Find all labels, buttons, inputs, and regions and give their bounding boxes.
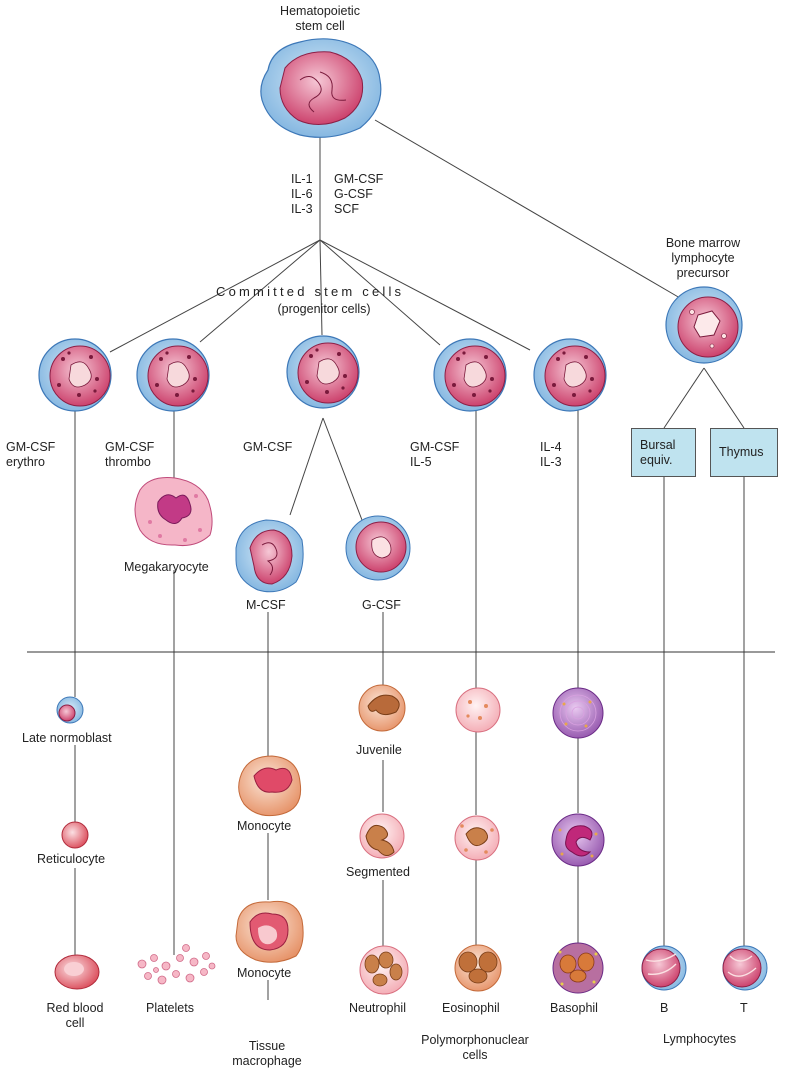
- basophil-label: Basophil: [550, 1001, 598, 1015]
- bone-marrow-precursor-label: Bone marrow lymphocyte precursor: [648, 236, 758, 281]
- connector-lines: [27, 110, 775, 1000]
- polymorphonuclear-label: Polymorphonuclear cells: [410, 1033, 540, 1063]
- reticulocyte-cell: [61, 821, 89, 849]
- lymphocyte-precursor-cell: [665, 286, 743, 364]
- progenitor-cells: [38, 335, 607, 412]
- rbc-line1: Red blood: [46, 1001, 104, 1015]
- stem-cell-label-line2: stem cell: [295, 19, 345, 33]
- segmented-label: Segmented: [346, 865, 410, 879]
- pmn-line2: cells: [462, 1048, 488, 1062]
- myeloblast-cell: [345, 515, 411, 581]
- platelets-label: Platelets: [146, 1001, 194, 1015]
- late-normoblast-label: Late normoblast: [22, 731, 112, 745]
- factors-left: IL-1 IL-6 IL-3: [291, 172, 313, 217]
- b-lymphocyte-cell: [641, 945, 687, 991]
- m-csf-label: M-CSF: [246, 598, 286, 612]
- eosinophil-cell: [454, 944, 502, 992]
- thymus-box: Thymus: [710, 428, 778, 477]
- factor-il1: IL-1: [291, 172, 313, 186]
- juvenile-label: Juvenile: [356, 743, 402, 757]
- bone-marrow-line3: precursor: [676, 266, 730, 280]
- factor-mono-gran-label: GM-CSF: [243, 440, 293, 454]
- factor-baso-label: IL-4 IL-3: [540, 440, 562, 470]
- factor-baso-line2: IL-3: [540, 455, 562, 469]
- factor-g-csf: G-CSF: [334, 187, 373, 201]
- megakaryocyte-label: Megakaryocyte: [124, 560, 209, 574]
- eosinophil-myelocyte-cell: [455, 687, 501, 733]
- eosinophil-metamyelocyte-cell: [454, 815, 500, 861]
- factor-erythro-line2: erythro: [6, 455, 45, 469]
- stem-cell-label: Hematopoietic stem cell: [270, 4, 370, 34]
- bursal-line2: equiv.: [640, 452, 673, 467]
- juvenile-cell: [358, 684, 406, 732]
- bone-marrow-line2: lymphocyte: [671, 251, 735, 265]
- rbc-line2: cell: [65, 1016, 85, 1030]
- tissue-line1: Tissue: [248, 1039, 286, 1053]
- hematopoietic-stem-cell: [260, 38, 382, 138]
- monocyte-label-2: Monocyte: [237, 966, 292, 980]
- factor-erythro-label: GM-CSF erythro: [6, 440, 55, 470]
- monoblast-cell: [235, 519, 304, 593]
- neutrophil-label: Neutrophil: [349, 1001, 406, 1015]
- lymphocytes-label: Lymphocytes: [663, 1032, 737, 1046]
- factor-gm-csf: GM-CSF: [334, 172, 384, 186]
- segmented-cell: [359, 813, 405, 859]
- bursal-line1: Bursal: [640, 437, 676, 452]
- basophil-myelocyte-cell: [552, 687, 604, 739]
- neutrophil-cell: [359, 945, 409, 995]
- monocyte-cell: [238, 755, 302, 817]
- red-blood-cell-label: Red blood cell: [35, 1001, 115, 1031]
- factor-eosino-line1: GM-CSF: [410, 440, 460, 454]
- t-lymphocyte-cell: [722, 945, 768, 991]
- basophil-metamyelocyte-cell: [551, 813, 605, 867]
- factor-eosino-label: GM-CSF IL-5: [410, 440, 459, 470]
- thymus-text: Thymus: [719, 445, 764, 459]
- committed-stem-cells-label: Committed stem cells: [216, 284, 405, 299]
- monocyte-label-1: Monocyte: [237, 819, 292, 833]
- factor-thrombo-label: GM-CSF thrombo: [105, 440, 154, 470]
- tissue-macrophage-cell: [235, 900, 304, 963]
- basophil-cell: [552, 942, 604, 994]
- factor-eosino-line2: IL-5: [410, 455, 432, 469]
- factor-baso-line1: IL-4: [540, 440, 562, 454]
- stem-cell-label-line1: Hematopoietic: [280, 4, 360, 18]
- bone-marrow-line1: Bone marrow: [665, 236, 741, 250]
- factor-il3: IL-3: [291, 202, 313, 216]
- pmn-line1: Polymorphonuclear: [421, 1033, 529, 1047]
- g-csf-label: G-CSF: [362, 598, 401, 612]
- bursal-equiv-box: Bursal equiv.: [631, 428, 696, 477]
- factor-thrombo-line2: thrombo: [105, 455, 151, 469]
- b-label: B: [660, 1001, 669, 1015]
- tissue-macrophage-label: Tissue macrophage: [222, 1039, 312, 1069]
- reticulocyte-label: Reticulocyte: [37, 852, 106, 866]
- red-blood-cell: [54, 954, 100, 990]
- tissue-line2: macrophage: [232, 1054, 302, 1068]
- factor-erythro-line1: GM-CSF: [6, 440, 56, 454]
- factors-right: GM-CSF G-CSF SCF: [334, 172, 383, 217]
- factor-scf: SCF: [334, 202, 359, 216]
- megakaryocyte-cell: [134, 477, 213, 546]
- platelets-cluster: [137, 944, 216, 985]
- late-normoblast-cell: [56, 696, 84, 724]
- eosinophil-label: Eosinophil: [442, 1001, 500, 1015]
- progenitor-cells-label: (progenitor cells): [277, 302, 371, 316]
- factor-thrombo-line1: GM-CSF: [105, 440, 155, 454]
- factor-il6: IL-6: [291, 187, 313, 201]
- t-label: T: [740, 1001, 748, 1015]
